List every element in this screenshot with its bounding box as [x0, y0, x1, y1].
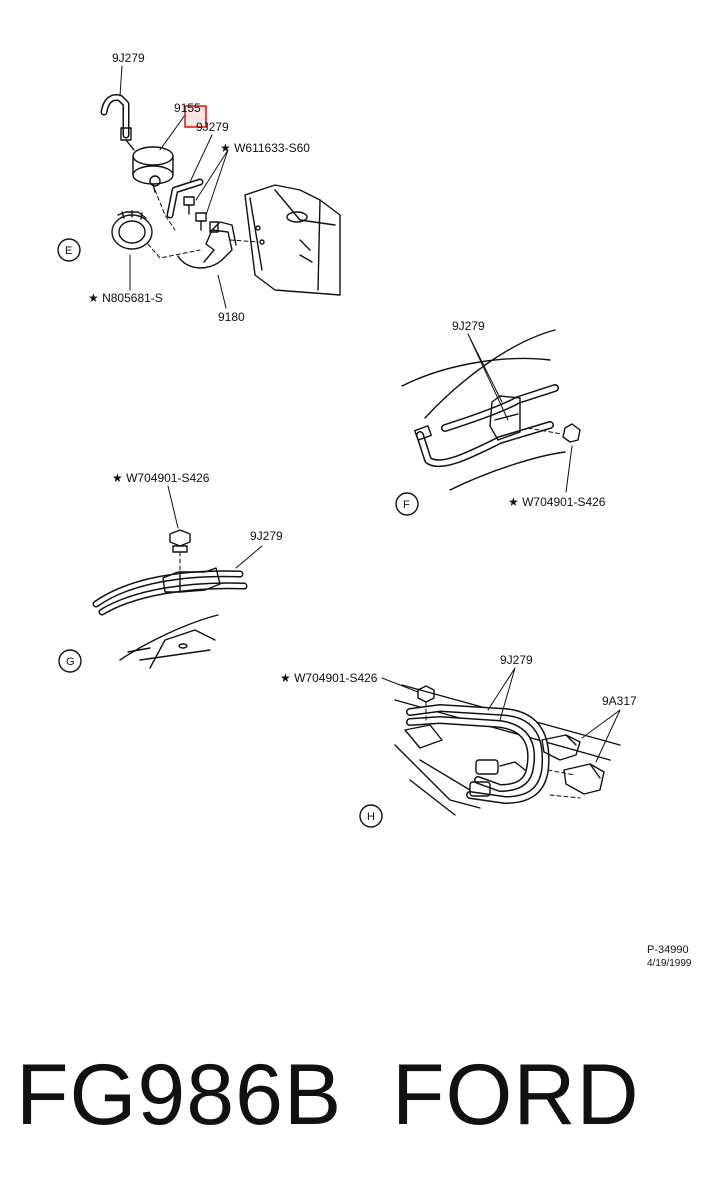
label-f-w704901: ★ W704901-S426 — [508, 495, 606, 509]
label-e-w611633: ★ W611633-S60 — [220, 141, 310, 155]
reference-code: P-34990 — [647, 944, 689, 956]
view-label-h: H — [367, 811, 375, 823]
reference-date: 4/19/1999 — [647, 958, 692, 969]
view-label-g: G — [66, 656, 75, 668]
label-f-9j279: 9J279 — [452, 319, 485, 333]
view-h-drawing — [359, 667, 621, 828]
view-g-drawing — [58, 485, 263, 673]
view-label-f: F — [403, 499, 410, 511]
view-label-e: E — [65, 245, 72, 257]
highlight-box[interactable] — [184, 105, 207, 128]
view-e-drawing — [57, 65, 341, 309]
label-e-9180: 9180 — [218, 310, 245, 324]
label-e-9j279-mid: 9J279 — [196, 120, 229, 134]
part-number: FG986B — [16, 1047, 343, 1143]
label-h-9a317: 9A317 — [602, 694, 637, 708]
label-e-n805681: ★ N805681-S — [88, 291, 163, 305]
label-e-9j279-top: 9J279 — [112, 51, 145, 65]
label-e-9155: 9155 — [174, 101, 201, 115]
label-g-9j279: 9J279 — [250, 529, 283, 543]
label-h-9j279: 9J279 — [500, 653, 533, 667]
exploded-diagram: 9J279 9155 9J279 ★ W611633-S60 ★ N805681… — [57, 51, 692, 969]
label-h-w704901: ★ W704901-S426 — [280, 671, 378, 685]
view-f-drawing — [395, 329, 581, 516]
brand-name: FORD — [392, 1047, 640, 1143]
label-g-w704901: ★ W704901-S426 — [112, 471, 210, 485]
